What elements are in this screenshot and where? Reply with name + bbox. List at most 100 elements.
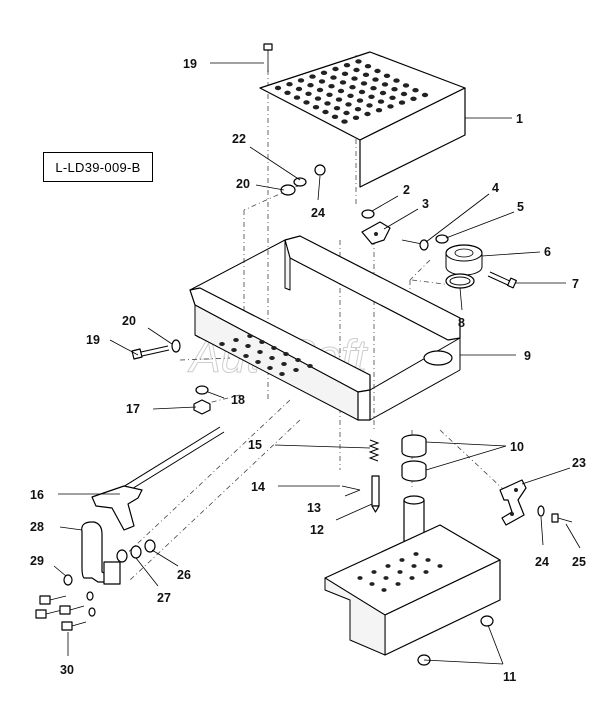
callout-24: 23 [572, 456, 586, 470]
callout-19: 19 [86, 333, 100, 347]
callout-20-upper: 20 [236, 177, 250, 191]
hole [375, 108, 383, 113]
hole [349, 85, 356, 90]
hole [341, 119, 348, 124]
bolt-19 [131, 345, 170, 360]
hole [381, 82, 389, 87]
hole [316, 87, 324, 93]
callout-17: 17 [126, 402, 140, 416]
callout-11: 11 [503, 670, 516, 684]
top-plate-holes [274, 59, 429, 124]
hole [341, 71, 349, 77]
hole [355, 59, 362, 64]
hole [383, 73, 391, 79]
hole [345, 102, 352, 107]
hole [231, 348, 237, 352]
callout-26: 25 [572, 555, 586, 569]
hole [370, 86, 377, 91]
nut-17-washer-18 [193, 385, 211, 415]
hole [385, 564, 391, 568]
callout-10: 10 [510, 440, 524, 454]
bracket-24 [499, 479, 527, 526]
hole [333, 106, 341, 111]
washers-27-28 [116, 539, 156, 563]
hole [339, 80, 347, 85]
hole [366, 103, 373, 108]
hole [409, 576, 415, 580]
hole [303, 100, 310, 105]
hole [347, 93, 354, 99]
bolt-7 [487, 271, 517, 289]
hole [328, 84, 335, 89]
callout-8: 8 [458, 316, 465, 330]
hole [425, 558, 431, 562]
hole [397, 570, 403, 574]
bushings [401, 434, 427, 482]
hole [413, 552, 419, 556]
hole [332, 66, 339, 72]
callout-3: 3 [422, 197, 429, 211]
callout-22: 24 [311, 206, 325, 220]
hole [337, 88, 345, 94]
hole [374, 68, 381, 74]
hole [351, 76, 358, 81]
hole [362, 72, 370, 78]
hole [274, 85, 282, 91]
hole [421, 92, 429, 98]
pins-12-14 [341, 475, 380, 513]
snap-ring [445, 273, 475, 289]
hole [335, 97, 343, 102]
hole [233, 338, 239, 342]
hole [383, 576, 389, 580]
hole [356, 98, 364, 103]
collar [445, 244, 483, 276]
callout-12: 12 [310, 523, 324, 537]
hole [318, 79, 326, 84]
leader-lines [53, 62, 581, 665]
hole [331, 114, 339, 120]
callout-21: 22 [232, 132, 246, 146]
hole [368, 94, 375, 100]
hole [437, 564, 443, 568]
callout-14: 14 [251, 480, 265, 494]
hole [247, 334, 253, 338]
hole [360, 81, 368, 86]
callout-13: 13 [307, 501, 321, 515]
hole [377, 99, 385, 104]
hole [352, 115, 360, 121]
hole [314, 96, 322, 101]
callout-20-lower: 20 [122, 314, 136, 328]
callout-31: 30 [60, 663, 74, 677]
hole [307, 364, 313, 368]
hole [279, 372, 285, 376]
frame [189, 235, 461, 421]
hole [391, 87, 398, 92]
screw-26 [551, 513, 573, 523]
hole [381, 588, 387, 592]
hole [322, 109, 329, 115]
hole [312, 105, 320, 110]
hole [357, 576, 363, 580]
callout-7: 7 [572, 277, 579, 291]
washer-25 [537, 505, 545, 517]
hole [305, 91, 312, 97]
hole [402, 83, 410, 88]
hole [295, 86, 303, 92]
hole [387, 104, 394, 109]
callout-1: 1 [516, 112, 523, 126]
o-rings [417, 615, 494, 666]
bolts-30-31 [35, 574, 96, 631]
hole [423, 570, 429, 574]
hole [410, 96, 417, 102]
hole [358, 89, 366, 95]
spring-15 [368, 439, 380, 462]
hole [267, 366, 273, 370]
hole [286, 82, 293, 87]
hole [219, 342, 225, 346]
hole [283, 352, 289, 356]
hole [297, 78, 305, 83]
hole [372, 77, 379, 82]
hole [369, 582, 375, 586]
hole [343, 110, 350, 116]
